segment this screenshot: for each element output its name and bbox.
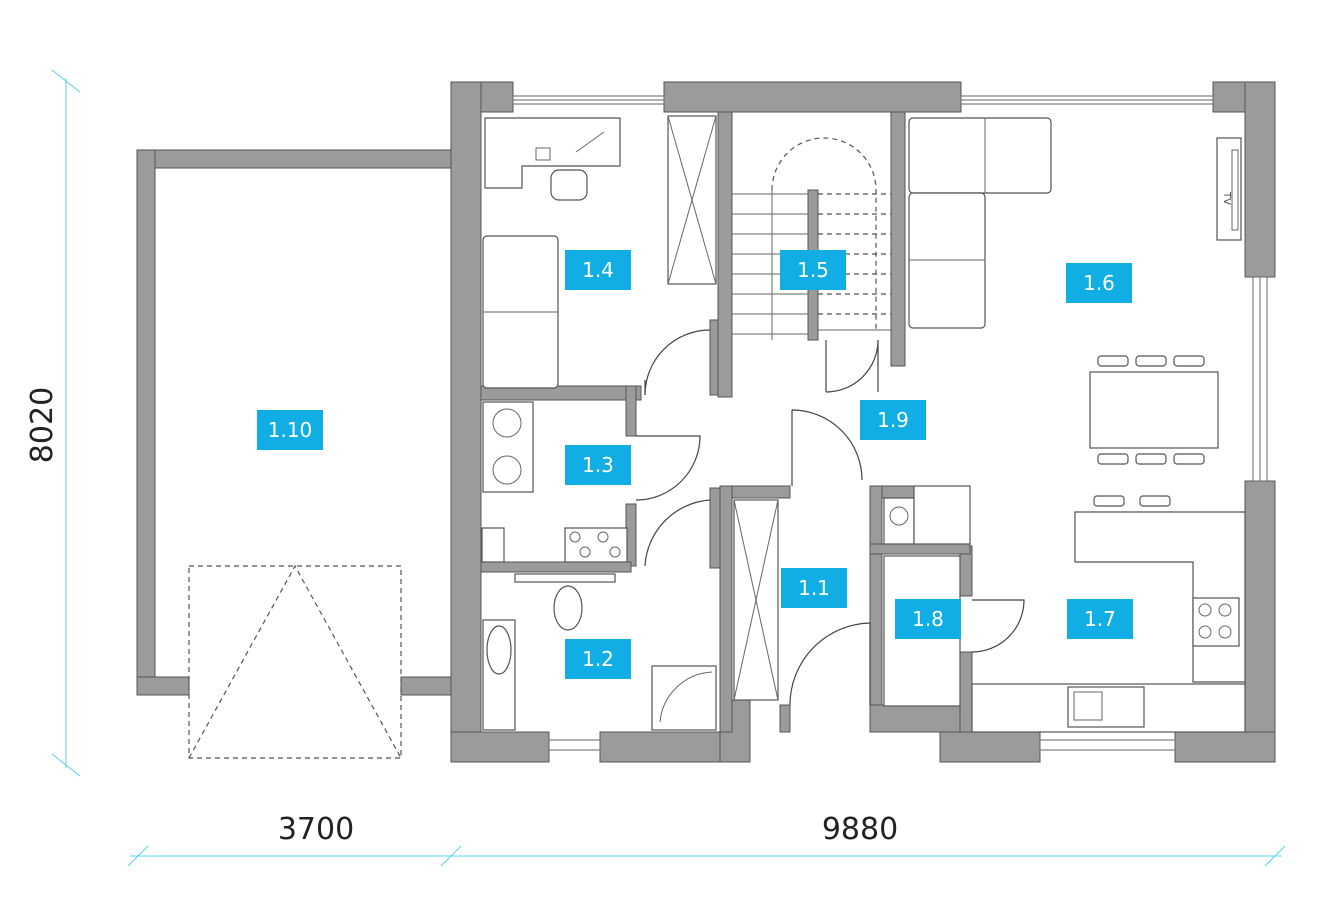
room-label-text: 1.8 [912,607,944,631]
room-label-text: 1.5 [797,258,829,282]
dimension-vertical: 8020 [25,69,81,777]
room-label-1-4: 1.4 [565,250,631,290]
room-label-text: 1.9 [877,408,909,432]
dimension-horizontal: 3700 9880 [127,812,1286,867]
room-label-1-3: 1.3 [565,445,631,485]
room-label-text: 1.3 [582,453,614,477]
living-furniture [908,117,1242,465]
garage-door [188,564,402,759]
tv-label: TV [1221,191,1232,205]
kitchen-furniture [883,485,1246,733]
doors [635,329,1025,706]
room-label-text: 1.10 [268,418,313,442]
room-labels: 1.10 1.4 1.5 1.6 1.3 1.9 1.2 1.1 [257,250,1133,679]
exterior-walls [450,81,1276,763]
room-label-1-9: 1.9 [860,400,926,440]
bathroom-furniture [482,573,717,731]
stairs [732,137,891,340]
room-label-text: 1.6 [1083,271,1115,295]
dimension-width-left: 3700 [278,812,354,847]
dimension-width-right: 9880 [822,812,898,847]
room-label-1-8: 1.8 [895,599,961,639]
windows [512,95,1268,751]
room-label-1-5: 1.5 [780,250,846,290]
room-label-text: 1.1 [798,576,830,600]
laundry-furniture [481,401,628,563]
garage-walls [136,149,458,696]
room-label-1-6: 1.6 [1066,263,1132,303]
room-label-1-1: 1.1 [781,568,847,608]
office-furniture [482,115,717,389]
room-label-1-7: 1.7 [1067,599,1133,639]
interior-walls [480,111,973,733]
room-label-text: 1.2 [582,647,614,671]
room-label-1-10: 1.10 [257,410,323,450]
closet-1-1 [733,499,779,701]
dimension-height: 8020 [25,387,60,463]
room-label-1-2: 1.2 [565,639,631,679]
room-label-text: 1.7 [1084,607,1116,631]
room-label-text: 1.4 [582,258,614,282]
